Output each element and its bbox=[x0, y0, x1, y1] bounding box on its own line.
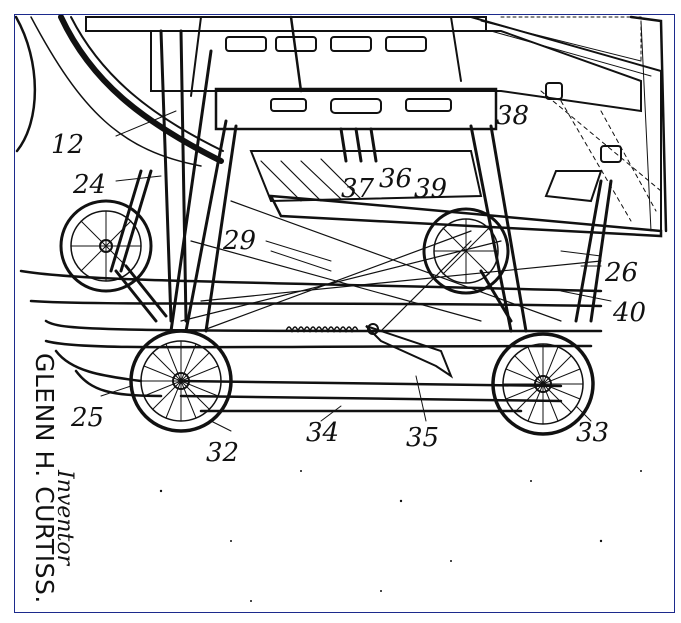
landing-gear-drawing: 12 24 29 37 36 39 38 26 40 25 32 34 35 3… bbox=[15, 15, 668, 602]
part-number-labels: 12 24 29 37 36 39 38 26 40 25 32 34 35 3… bbox=[51, 101, 646, 468]
rear-wheel-right bbox=[422, 207, 510, 295]
struts bbox=[109, 29, 613, 333]
label-40: 40 bbox=[612, 298, 646, 328]
rear-wheel-left bbox=[59, 199, 153, 293]
label-37: 37 bbox=[341, 174, 375, 204]
label-33: 33 bbox=[576, 418, 609, 448]
seat-area bbox=[540, 82, 662, 222]
inventor-name: GLENN H. CURTISS. bbox=[30, 353, 59, 604]
leader-lines bbox=[100, 110, 612, 432]
label-39: 39 bbox=[414, 174, 447, 204]
label-38: 38 bbox=[496, 101, 529, 131]
label-35: 35 bbox=[406, 423, 439, 453]
label-25: 25 bbox=[70, 403, 104, 433]
label-24: 24 bbox=[72, 170, 106, 200]
label-29: 29 bbox=[222, 226, 256, 256]
specks bbox=[159, 470, 642, 602]
label-26: 26 bbox=[604, 258, 638, 288]
center-block bbox=[214, 87, 663, 238]
label-34: 34 bbox=[306, 418, 339, 448]
skids bbox=[19, 269, 603, 413]
front-wheel-right bbox=[491, 332, 595, 436]
front-wheel-left bbox=[129, 329, 233, 433]
spring-lever bbox=[285, 323, 454, 379]
patent-drawing-frame: 12 24 29 37 36 39 38 26 40 25 32 34 35 3… bbox=[14, 14, 675, 613]
fuselage-structure bbox=[15, 15, 668, 233]
bracing-wires bbox=[180, 200, 602, 332]
label-36: 36 bbox=[379, 164, 412, 194]
label-12: 12 bbox=[51, 130, 84, 160]
label-32: 32 bbox=[206, 438, 239, 468]
